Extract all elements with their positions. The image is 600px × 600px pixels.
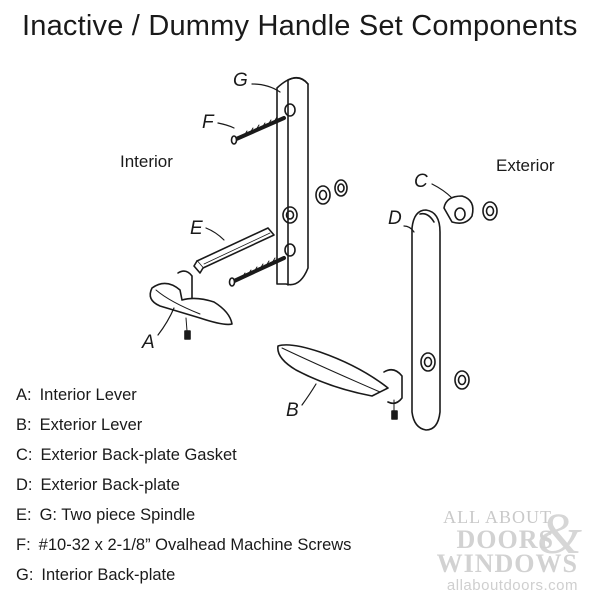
legend-key: G: — [16, 566, 34, 584]
exterior-washer — [454, 370, 470, 390]
legend-text: Exterior Lever — [39, 416, 143, 434]
machine-screw-lower — [228, 256, 286, 287]
interior-label: Interior — [120, 152, 173, 171]
legend-key: A: — [16, 386, 32, 404]
exterior-gasket — [443, 195, 498, 224]
leader-g — [251, 83, 281, 93]
leader-e — [205, 227, 225, 241]
interior-lever — [149, 270, 233, 340]
watermark-line2: DOORS — [456, 525, 554, 554]
watermark-line3: WINDOWS — [436, 549, 578, 578]
callout-f: F — [202, 112, 215, 133]
callout-a: A — [141, 332, 155, 353]
legend-key: F: — [16, 536, 31, 554]
leader-a — [157, 307, 175, 336]
legend-text: Interior Back-plate — [41, 566, 176, 584]
callout-e: E — [190, 218, 203, 239]
legend-key: B: — [16, 416, 32, 434]
legend-item: E: G: Two piece Spindle — [16, 505, 351, 535]
watermark-url: allaboutdoors.com — [446, 577, 578, 594]
legend-text: G: Two piece Spindle — [39, 506, 196, 524]
legend-key: D: — [16, 476, 33, 494]
callout-d: D — [388, 208, 402, 229]
spindle — [193, 227, 275, 274]
watermark-line1: ALL ABOUT — [443, 507, 552, 527]
legend-item: F: #10-32 x 2-1/8” Ovalhead Machine Screw… — [16, 535, 351, 565]
callout-b: B — [286, 400, 299, 421]
leader-d — [403, 225, 415, 233]
diagram-title: Inactive / Dummy Handle Set Components — [22, 10, 578, 42]
exterior-label: Exterior — [496, 156, 555, 175]
leader-f — [217, 122, 235, 129]
components-legend: A: Interior Lever B: Exterior Lever C: Exte… — [16, 385, 351, 595]
exterior-lever — [277, 344, 403, 420]
legend-item: B: Exterior Lever — [16, 415, 351, 445]
legend-item: A: Interior Lever — [16, 385, 351, 415]
legend-text: Exterior Back-plate Gasket — [40, 446, 237, 464]
legend-text: Interior Lever — [39, 386, 137, 404]
machine-screw-upper — [230, 116, 286, 145]
interior-back-plate — [276, 76, 309, 286]
callout-c: C — [414, 171, 428, 192]
legend-item: C: Exterior Back-plate Gasket — [16, 445, 351, 475]
exterior-back-plate — [411, 209, 441, 431]
leader-b — [301, 383, 317, 406]
watermark-ampersand: & — [536, 501, 582, 566]
legend-text: #10-32 x 2-1/8” Ovalhead Machine Screws — [38, 536, 352, 554]
legend-item: D: Exterior Back-plate — [16, 475, 351, 505]
leader-c — [431, 183, 453, 199]
legend-key: E: — [16, 506, 32, 524]
legend-key: C: — [16, 446, 33, 464]
legend-text: Exterior Back-plate — [40, 476, 180, 494]
legend-item: G: Interior Back-plate — [16, 565, 351, 595]
interior-washers — [315, 179, 348, 205]
callout-g: G — [233, 70, 248, 91]
